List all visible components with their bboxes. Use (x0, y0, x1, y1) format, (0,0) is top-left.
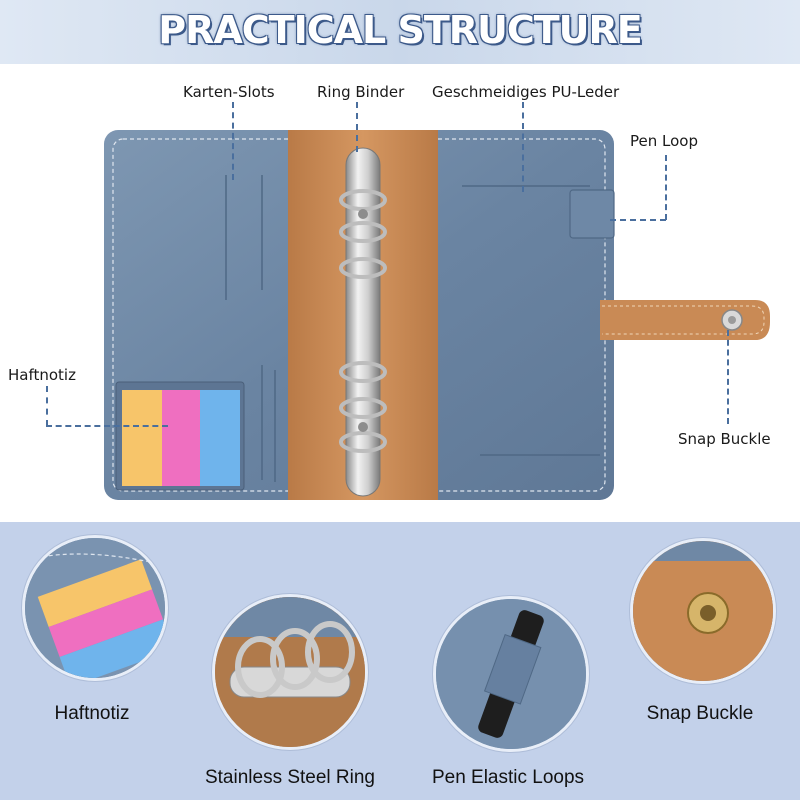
leader-pen-loop-v (665, 155, 667, 220)
leader-pu-leather (522, 102, 524, 192)
binder-rings (339, 189, 387, 453)
sticky-note-yellow (122, 390, 162, 486)
detail-circle-rings (212, 594, 368, 750)
rings-closeup (215, 597, 365, 747)
binder-rail (345, 147, 381, 497)
label-card-slots: Karten-Slots (183, 83, 275, 101)
label-snap-buckle: Snap Buckle (678, 430, 771, 448)
sticky-note-pink (162, 390, 200, 486)
label-sticky-note: Haftnotiz (8, 366, 76, 384)
caption-snap: Snap Buckle (646, 703, 754, 724)
detail-circle-pen (433, 596, 589, 752)
caption-sticky: Haftnotiz (54, 703, 130, 724)
leader-card-slots (232, 102, 234, 180)
pen-loop-closeup (436, 599, 586, 749)
caption-rings: Stainless Steel Ring (204, 767, 376, 788)
leader-sticky-v (46, 386, 48, 426)
detail-circle-snap (630, 538, 776, 684)
leader-sticky-h (46, 425, 168, 427)
leader-ring-binder (356, 102, 358, 152)
title-banner: PRACTICAL STRUCTURE (0, 0, 800, 64)
snap-buckle-closeup (633, 541, 773, 681)
caption-pen: Pen Elastic Loops (431, 767, 585, 788)
label-pu-leather: Geschmeidiges PU-Leder (432, 83, 620, 101)
leader-snap-buckle (727, 330, 729, 424)
detail-circle-sticky (22, 535, 168, 681)
pen-loop (569, 189, 615, 239)
page-title: PRACTICAL STRUCTURE (158, 8, 643, 52)
sticky-note-closeup (25, 538, 165, 678)
label-ring-binder: Ring Binder (317, 83, 405, 101)
leader-pen-loop-h (610, 219, 666, 221)
sticky-note-blue (200, 390, 240, 486)
planner-illustration (104, 130, 770, 500)
label-pen-loop: Pen Loop (630, 132, 698, 150)
